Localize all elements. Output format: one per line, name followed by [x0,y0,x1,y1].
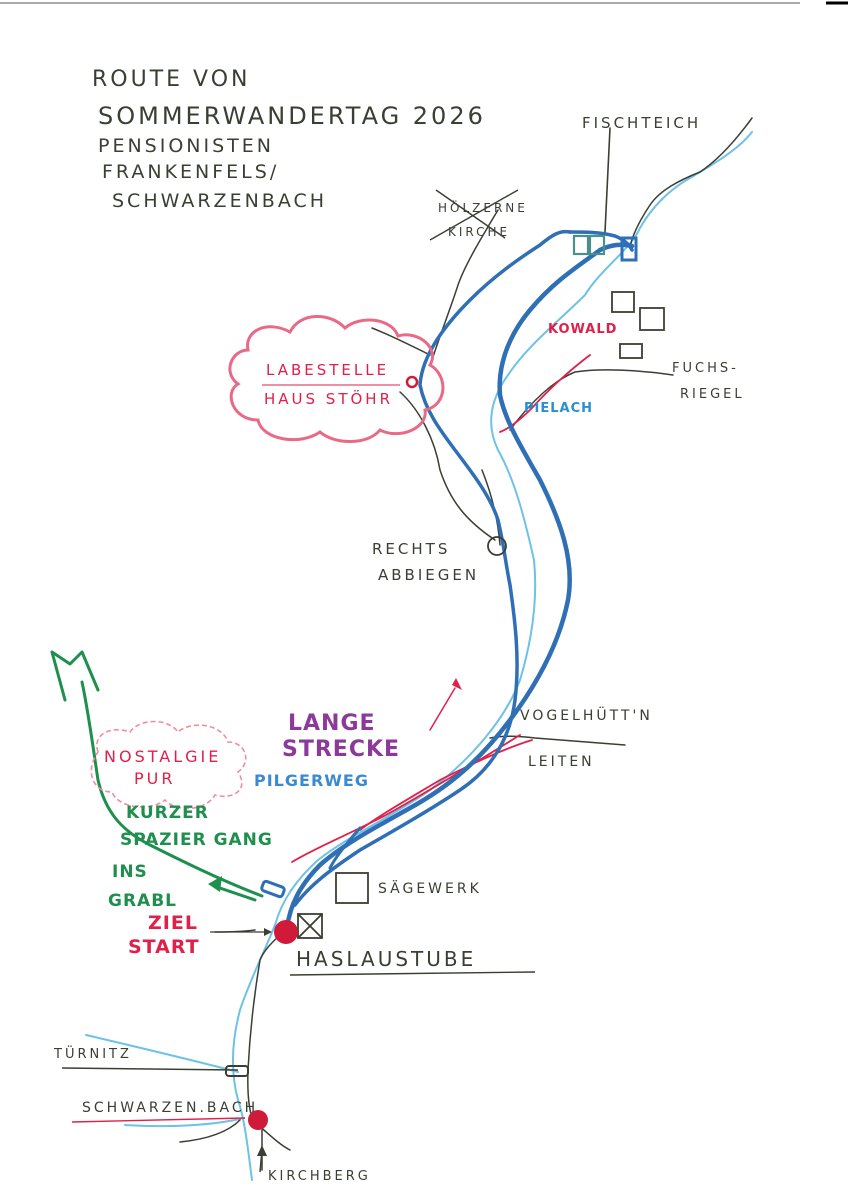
labestelle-label-group: LABESTELLE HAUS STÖHR [264,361,393,408]
label-ziel: ZIEL [148,912,198,934]
bridge-icon [260,879,286,899]
label-schwarzenbach: SCHWARZEN.BACH [82,1100,258,1116]
title-line-4: FRANKENFELS/ [102,161,279,183]
label-strecke: STRECKE [282,737,400,762]
label-kirchberg: KIRCHBERG [268,1169,371,1184]
saegewerk-building-icon [335,872,369,904]
label-labestelle: LABESTELLE [266,361,389,379]
label-abbiegen: ABBIEGEN [378,566,479,584]
red-side-paths [291,354,591,863]
nostalgie-cloud [90,720,247,810]
pilgerweg-group: PILGERWEG [254,771,369,790]
side-roads [179,117,753,1171]
bridge-icon-tuernitz [225,1065,249,1077]
label-start: START [128,936,200,958]
title-block: ROUTE VON SOMMERWANDERTAG 2026 PENSIONIS… [92,67,486,212]
label-fischteich: FISCHTEICH [582,114,701,132]
kowald-house-icon [611,291,635,313]
title-line-5: SCHWARZENBACH [112,190,327,212]
rechts-abbiegen-circle [487,536,507,556]
label-grabl: GRABL [108,891,177,911]
label-kirche: KIRCHE [448,225,510,239]
schwarzenbach-underline [71,1117,246,1123]
kurzer-group: KURZER SPAZIER GANG INS GRABL [108,803,273,911]
label-lange: LANGE [288,711,376,736]
kowald-house-icon-2 [639,307,665,331]
labestelle-cloud [228,315,445,443]
underlines [61,189,536,1123]
labestelle-dot [405,375,419,389]
bridge-icon-fischteich [620,236,638,262]
river-pielach [85,131,753,1181]
label-pielach: PIELACH [524,401,593,416]
label-kurzer: KURZER [126,803,209,823]
kowald-label-group: KOWALD [548,322,617,337]
holzerne-strike-2 [435,189,506,239]
start-ziel-dot [274,920,298,944]
start-points [210,375,507,1173]
label-tuernitz: TÜRNITZ [53,1045,132,1062]
label-kowald: KOWALD [548,322,617,337]
label-saegewerk: SÄGEWERK [378,879,482,897]
green-short-route [50,650,264,902]
holzerne-strike [429,189,519,241]
place-labels: FISCHTEICH HÖLZERNE KIRCHE FUCHS- RIEGEL… [53,114,745,1184]
label-haslaustube: HASLAUSTUBE [296,947,476,971]
label-ins: INS [112,862,148,882]
kirchberg-arrowhead [257,1145,267,1156]
ziel-start-group: ZIEL START [128,912,200,958]
fischteich-pond-icon [572,234,590,256]
label-fuchs: FUCHS- [672,361,739,376]
label-leiten: LEITEN [528,754,595,770]
label-pilgerweg: PILGERWEG [254,771,369,790]
title-line-1: ROUTE VON [92,67,250,92]
bridge-markers [225,236,638,1077]
title-line-2: SOMMERWANDERTAG 2026 [98,102,486,130]
label-pur: PUR [134,769,175,788]
pielach-label-group: PIELACH [524,401,593,416]
fischteich-pond-icon-2 [588,234,606,256]
tuernitz-underline [61,1067,239,1071]
label-vogelhuetten: VOGELHÜTT'N [520,706,653,724]
label-riegel: RIEGEL [680,387,745,402]
label-holzerne: HÖLZERNE [438,199,528,215]
main-route [284,229,635,931]
haslaustube-underline [289,971,536,976]
label-nostalgie: NOSTALGIE [104,747,221,766]
buildings [297,234,665,939]
kowald-house-icon-3 [619,343,643,359]
haslaustube-building-icon [297,913,323,939]
label-spaziergang: SPAZIER GANG [120,830,273,850]
title-line-3: PENSIONISTEN [98,135,274,157]
haslaustube-cross-2 [297,913,323,939]
nostalgie-group: NOSTALGIE PUR [104,747,221,788]
lange-strecke-group: LANGE STRECKE [282,711,400,762]
schwarzenbach-dot [248,1110,268,1130]
label-haus-stoehr: HAUS STÖHR [264,389,393,408]
start-pointer-arrow [264,928,272,936]
label-rechts: RECHTS [372,540,450,558]
